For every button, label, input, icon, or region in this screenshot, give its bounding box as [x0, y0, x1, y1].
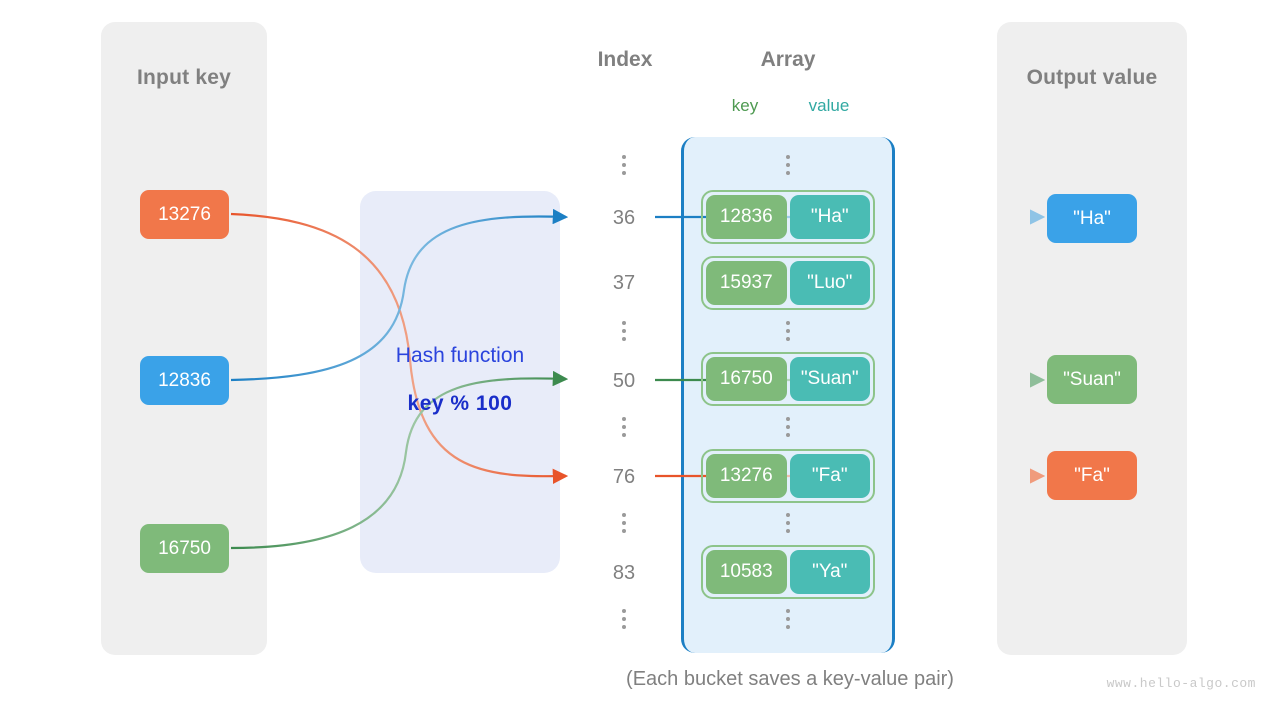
bucket-value: "Ha": [789, 195, 870, 239]
array-ellipsis-icon: [783, 321, 793, 341]
bucket-value: "Luo": [789, 261, 870, 305]
bucket-row[interactable]: 13276 "Fa": [701, 449, 875, 503]
input-key-chip[interactable]: 12836: [140, 356, 229, 405]
input-key-chip[interactable]: 13276: [140, 190, 229, 239]
input-key-chip[interactable]: 16750: [140, 524, 229, 573]
value-subheader: value: [808, 96, 850, 115]
output-panel-title: Output value: [1026, 66, 1158, 89]
bucket-value: "Fa": [789, 454, 870, 498]
input-panel-title: Input key: [137, 66, 231, 89]
bucket-key: 15937: [706, 261, 787, 305]
output-value-chip[interactable]: "Suan": [1047, 355, 1137, 404]
bucket-row[interactable]: 12836 "Ha": [701, 190, 875, 244]
key-subheader: key: [731, 96, 759, 115]
hash-function-label: Hash function: [395, 344, 525, 367]
bucket-key: 13276: [706, 454, 787, 498]
index-label-83: 83: [612, 562, 636, 584]
array-ellipsis-icon: [783, 155, 793, 175]
bucket-key: 16750: [706, 357, 787, 401]
bucket-value: "Suan": [789, 357, 870, 401]
bucket-key: 10583: [706, 550, 787, 594]
index-label-37: 37: [612, 272, 636, 294]
index-label-36: 36: [612, 207, 636, 229]
bucket-key: 12836: [706, 195, 787, 239]
bucket-row[interactable]: 15937 "Luo": [701, 256, 875, 310]
diagram-caption: (Each bucket saves a key-value pair): [626, 668, 954, 690]
index-label-50: 50: [612, 370, 636, 392]
watermark: www.hello-algo.com: [1106, 676, 1256, 691]
array-column-header: Array: [760, 48, 816, 71]
output-value-chip[interactable]: "Ha": [1047, 194, 1137, 243]
array-ellipsis-icon: [783, 417, 793, 437]
bucket-row[interactable]: 10583 "Ya": [701, 545, 875, 599]
index-ellipsis-icon: [619, 417, 629, 437]
index-label-76: 76: [612, 466, 636, 488]
output-value-chip[interactable]: "Fa": [1047, 451, 1137, 500]
array-ellipsis-icon: [783, 609, 793, 629]
output-value-panel: Output value: [997, 22, 1187, 655]
hash-function-formula: key % 100: [407, 392, 513, 415]
array-ellipsis-icon: [783, 513, 793, 533]
index-ellipsis-icon: [619, 155, 629, 175]
bucket-row[interactable]: 16750 "Suan": [701, 352, 875, 406]
index-ellipsis-icon: [619, 321, 629, 341]
index-column-header: Index: [597, 48, 653, 71]
hash-function-box: [360, 191, 560, 573]
index-ellipsis-icon: [619, 609, 629, 629]
bucket-value: "Ya": [789, 550, 870, 594]
index-ellipsis-icon: [619, 513, 629, 533]
